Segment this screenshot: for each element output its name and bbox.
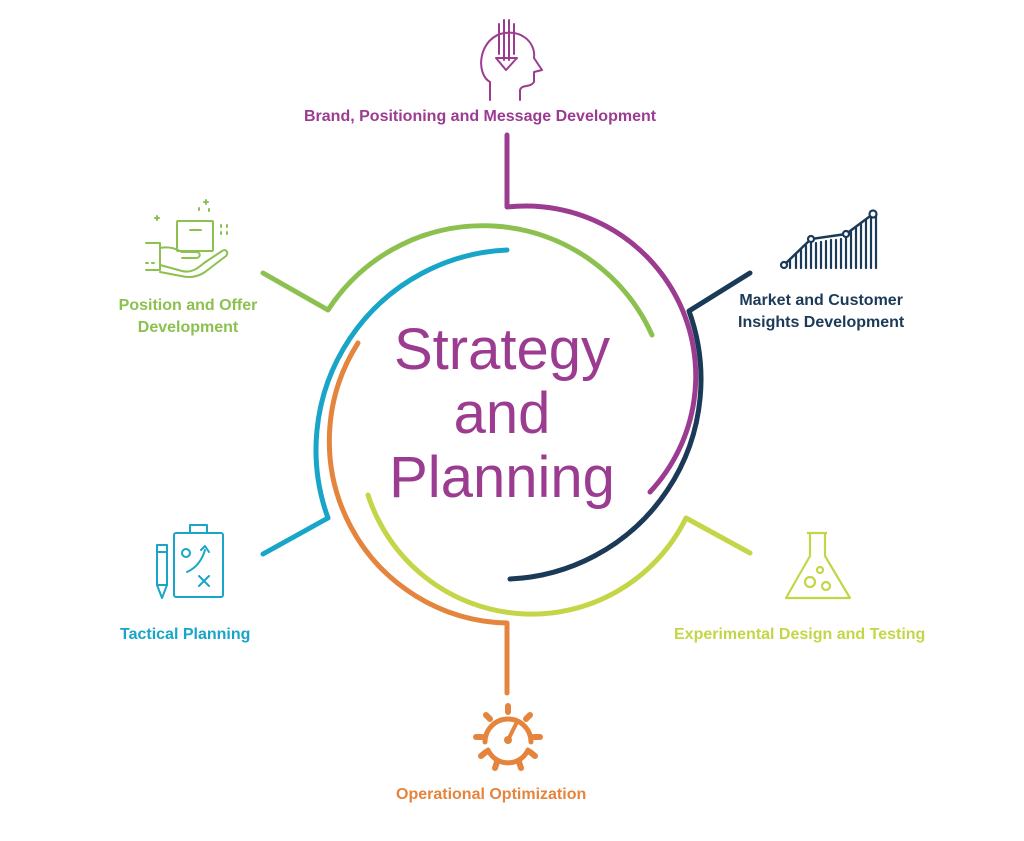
label-market-line-1: Market and Customer — [739, 292, 903, 309]
arc-brand — [504, 132, 699, 495]
label-experimental: Experimental Design and Testing — [674, 626, 926, 643]
label-operational: Operational Optimization — [396, 786, 587, 803]
clipboard-play-icon — [156, 524, 224, 599]
label-market: Market and Customer Insights Development — [738, 290, 904, 334]
rising-chart-icon — [779, 209, 878, 270]
head-download-icon — [480, 19, 543, 101]
center-title-line-3: Planning — [389, 445, 615, 510]
arc-market — [507, 270, 753, 582]
center-title-line-2: and — [453, 381, 551, 446]
label-tactical: Tactical Planning — [120, 626, 251, 643]
label-position-line-1: Position and Offer — [118, 297, 258, 314]
label-position: Position and Offer Development — [98, 295, 278, 339]
arc-experimental — [365, 492, 753, 617]
label-market-line-2: Insights Development — [738, 314, 905, 331]
arc-operational — [326, 340, 510, 696]
flask-icon — [784, 531, 852, 600]
label-brand: Brand, Positioning and Message Developme… — [304, 108, 657, 125]
label-position-line-2: Development — [137, 319, 239, 336]
hand-box-icon — [145, 199, 229, 278]
arc-position-offer — [260, 223, 655, 338]
center-title: Strategy and Planning — [312, 318, 692, 510]
center-title-line-1: Strategy — [394, 317, 610, 382]
gauge-gear-icon — [473, 703, 543, 771]
arc-tactical — [260, 247, 510, 557]
